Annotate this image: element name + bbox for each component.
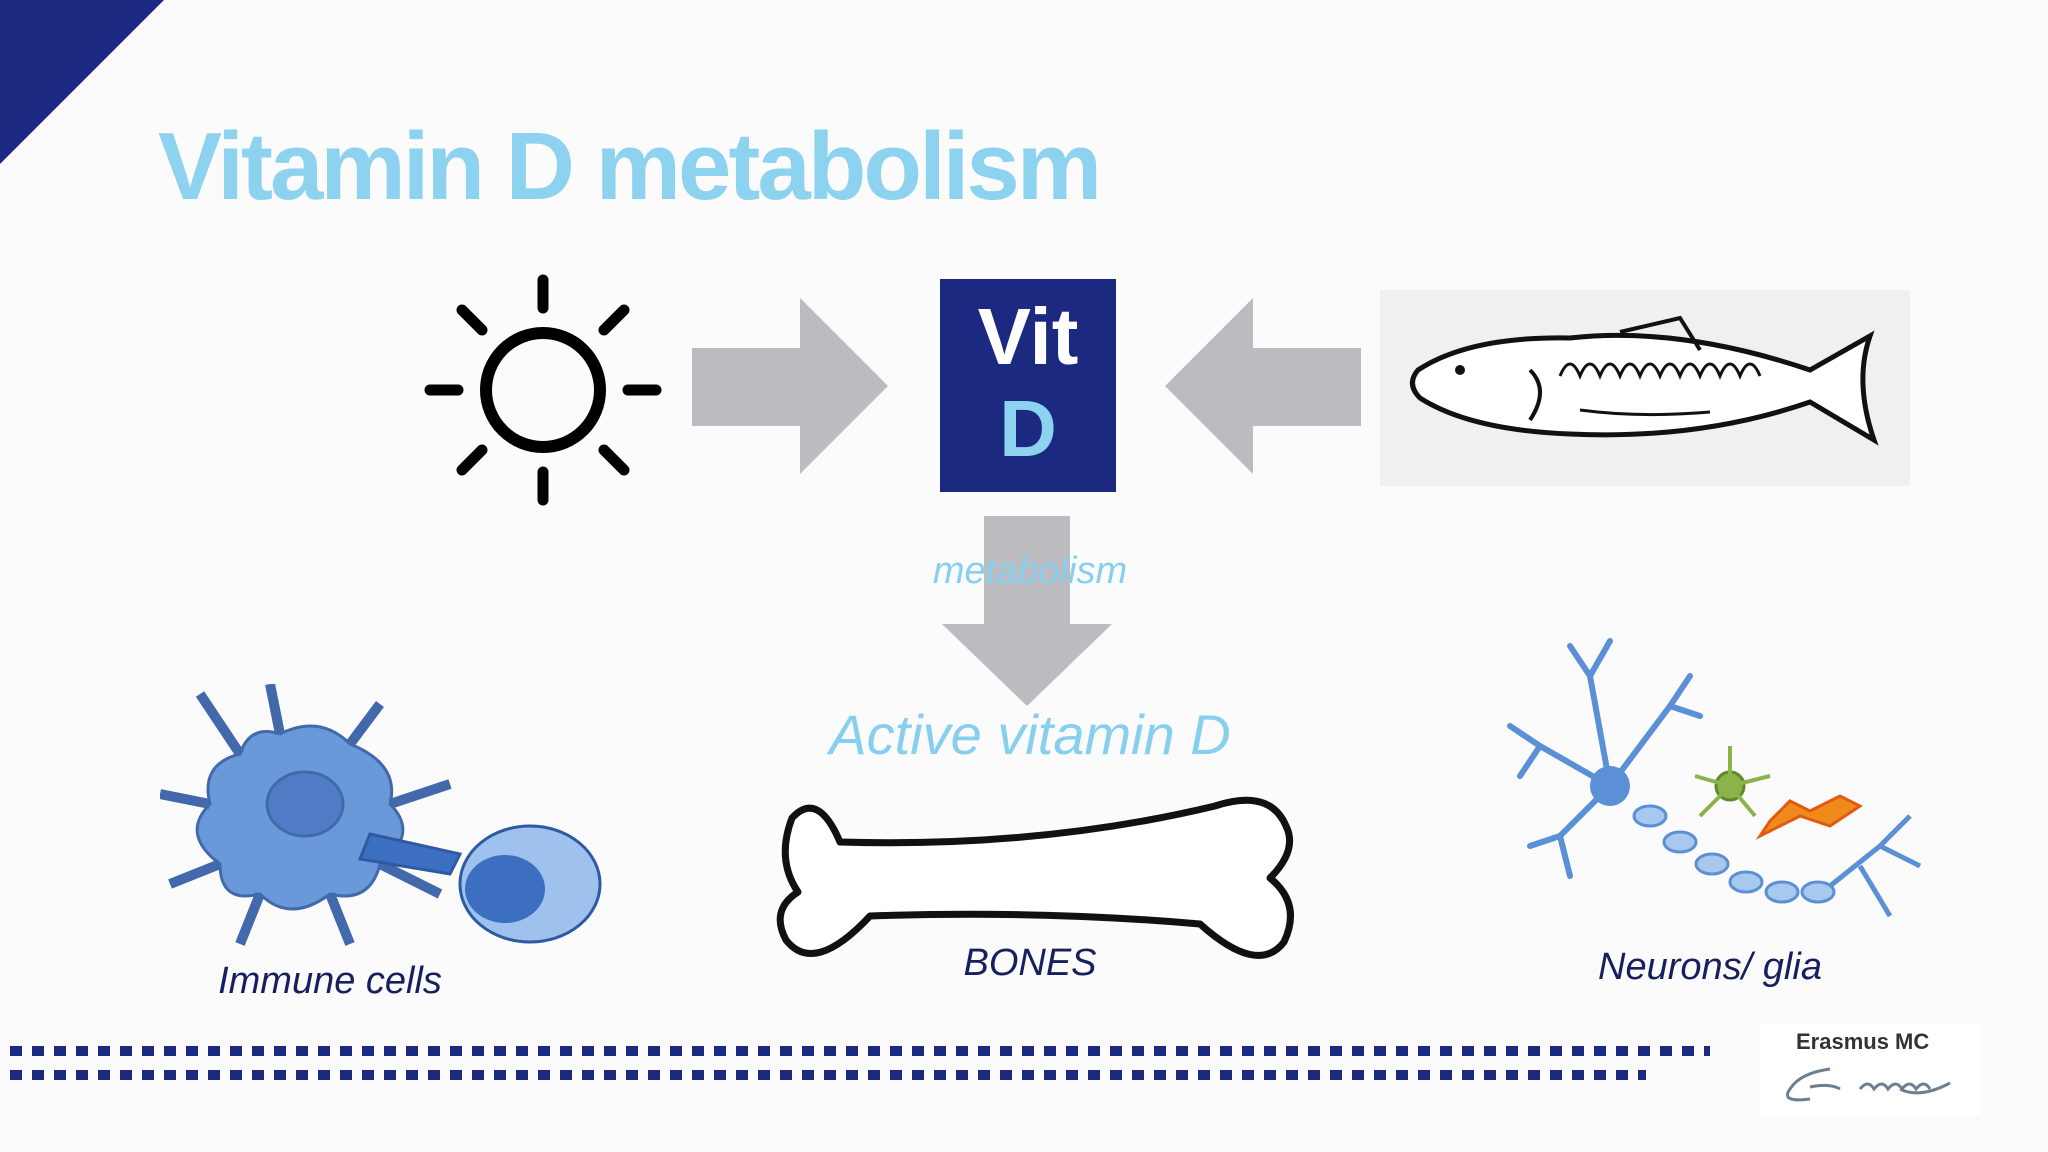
dotted-line-top xyxy=(10,1046,1710,1056)
bone-icon xyxy=(776,796,1294,959)
logo-text: Erasmus MC xyxy=(1796,1029,1930,1054)
corner-triangle xyxy=(0,0,164,164)
slide-title: Vitamin D metabolism xyxy=(158,113,1102,220)
fish-panel xyxy=(1380,290,1910,486)
arrow-right-icon xyxy=(692,298,888,474)
arrow-left-icon xyxy=(1165,298,1361,474)
bones-label: BONES xyxy=(963,942,1097,984)
dotted-line-bottom xyxy=(10,1070,1646,1080)
immune-cells-label: Immune cells xyxy=(218,960,442,1002)
neuron-icon xyxy=(1507,638,1922,918)
sun-icon xyxy=(424,274,662,506)
active-vitamin-d-label: Active vitamin D xyxy=(829,703,1231,766)
signature-icon xyxy=(1786,1067,1951,1102)
metabolism-label: metabolism xyxy=(932,550,1128,592)
d-text: D xyxy=(999,384,1057,473)
vit-d-box: Vit D xyxy=(940,279,1116,492)
neurons-glia-label: Neurons/ glia xyxy=(1598,946,1822,988)
fish-icon xyxy=(1410,315,1879,446)
arrow-down-icon xyxy=(942,516,1112,706)
erasmus-mc-logo: Erasmus MC xyxy=(1760,1025,1980,1115)
vit-text: Vit xyxy=(977,292,1079,381)
immune-cell-icon xyxy=(160,684,602,946)
